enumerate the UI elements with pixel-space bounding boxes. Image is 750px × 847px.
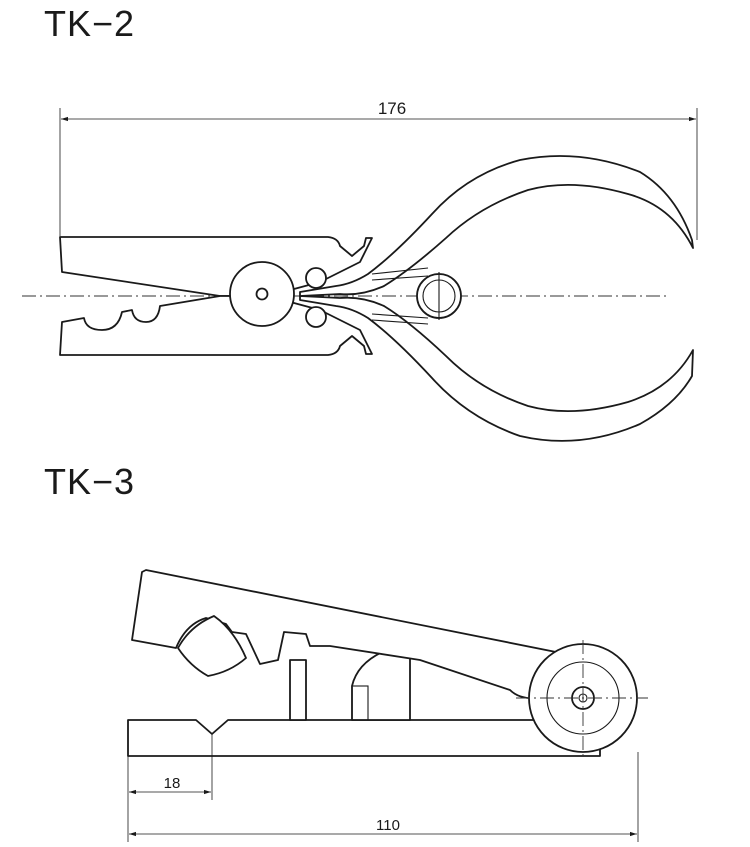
tk2-lower-handle (299, 295, 694, 442)
tk2-title: TK−2 (44, 3, 135, 44)
tk2-hole-lower (305, 306, 327, 328)
tk3-section: TK−3 18 110 (44, 461, 648, 842)
tk3-dimension-18-label: 18 (164, 775, 181, 792)
tk3-blade-right (351, 647, 411, 721)
tk3-dimension-18: 18 (127, 734, 213, 800)
tk3-title: TK−3 (44, 461, 135, 502)
tk3-blade-left (289, 659, 307, 721)
tk2-lower-jaw (59, 295, 373, 356)
tk3-dimension-110-label: 110 (376, 817, 400, 834)
tk2-section: TK−2 176 (22, 3, 698, 442)
tk2-dimension-176: 176 (378, 99, 406, 118)
tk3-dimension-110: 110 (127, 752, 639, 842)
tk2-dimension-overall: 176 (59, 99, 698, 240)
tk2-spring (371, 267, 462, 325)
tk2-hole-upper (305, 267, 327, 289)
tk3-crimp-cavity (177, 615, 247, 677)
tk2-upper-handle (299, 155, 694, 297)
tk3-base (127, 719, 601, 757)
tk2-pivot-pin (255, 287, 269, 301)
